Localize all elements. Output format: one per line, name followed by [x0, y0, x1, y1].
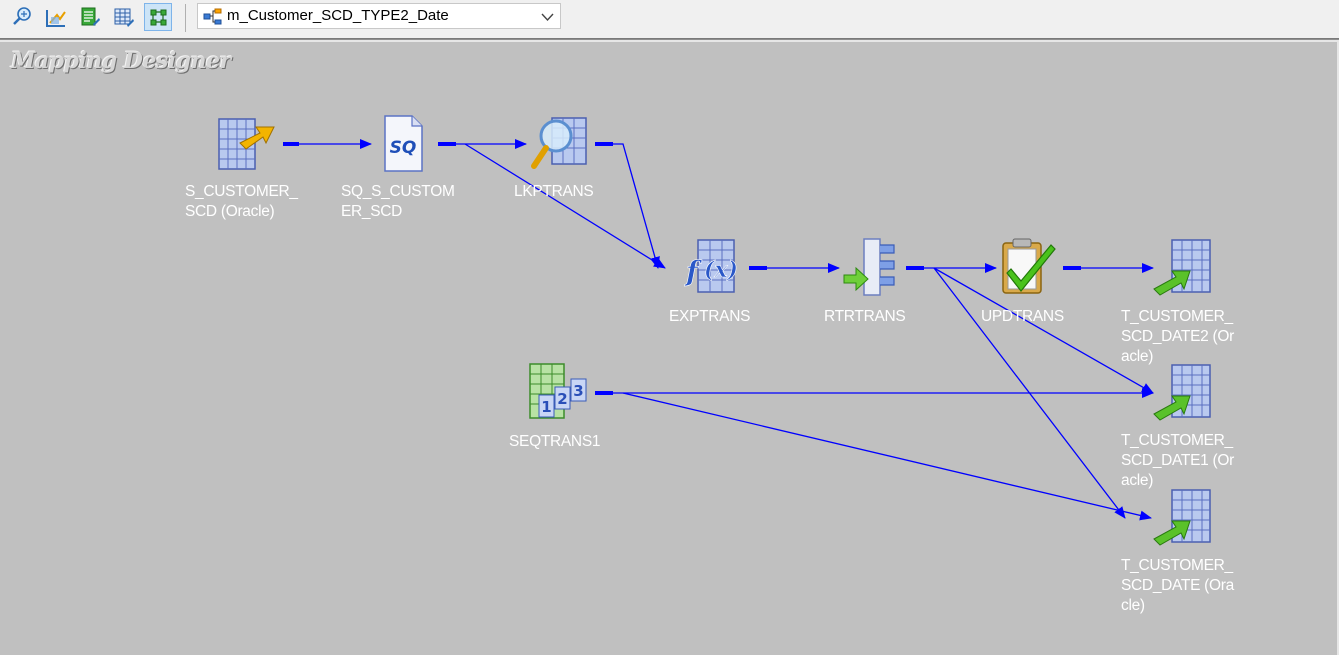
update-strategy-label: UPDTRANS: [981, 308, 1064, 325]
svg-text:2: 2: [557, 390, 567, 408]
mapping-dropdown[interactable]: m_Customer_SCD_TYPE2_Date: [197, 3, 561, 29]
link-sq-to-expression: [464, 143, 666, 269]
svg-text:3: 3: [573, 382, 583, 400]
expression-label: EXPTRANS: [669, 308, 751, 325]
target-date1-label: T_CUSTOMER_ SCD_DATE1 (Or acle): [1121, 432, 1234, 489]
source-definition-icon[interactable]: [216, 115, 278, 180]
sequence-label: SEQTRANS1: [509, 433, 601, 450]
canvas-edge: [1337, 41, 1339, 655]
toolbar-separator: [185, 4, 186, 32]
source-label: S_CUSTOMER_ SCD (Oracle): [185, 183, 298, 220]
target-date-label: T_CUSTOMER_ SCD_DATE (Ora cle): [1121, 557, 1234, 614]
router-label: RTRTRANS: [824, 308, 906, 325]
svg-text:SQ: SQ: [390, 138, 417, 158]
canvas-border: [0, 39, 1339, 42]
source-analyzer-icon[interactable]: [8, 3, 36, 31]
router-transformation-icon[interactable]: [842, 235, 904, 304]
target-date2-label: T_CUSTOMER_ SCD_DATE2 (Or acle): [1121, 308, 1234, 365]
chevron-down-icon[interactable]: [541, 10, 554, 28]
link-router-to-target-date1: [933, 267, 1154, 394]
source-qualifier-label: SQ_S_CUSTOM ER_SCD: [341, 183, 455, 220]
mapping-name: m_Customer_SCD_TYPE2_Date: [227, 7, 449, 24]
link-lookup-to-expression: [613, 143, 660, 269]
target-definition-icon[interactable]: [1152, 362, 1214, 429]
expression-transformation-icon[interactable]: f (x): [684, 237, 746, 304]
sequence-generator-icon[interactable]: 1 2 3: [527, 361, 593, 428]
target-designer-icon[interactable]: [42, 3, 70, 31]
port-stubs: [283, 142, 1081, 395]
lookup-transformation-icon[interactable]: [528, 112, 592, 179]
lookup-label: LKPTRANS: [514, 183, 594, 200]
mapping-designer-icon[interactable]: [144, 3, 172, 31]
update-strategy-icon[interactable]: [999, 235, 1059, 304]
target-definition-icon[interactable]: [1152, 487, 1214, 554]
mapplet-designer-icon[interactable]: [110, 3, 138, 31]
transformation-developer-icon[interactable]: [76, 3, 104, 31]
target-definition-icon[interactable]: [1152, 237, 1214, 304]
source-qualifier-icon[interactable]: SQ: [382, 113, 426, 180]
workspace-title: Mapping Designer: [11, 48, 231, 74]
svg-text:(x): (x): [704, 257, 738, 283]
svg-text:1: 1: [541, 398, 551, 416]
link-sequence-to-target-date: [622, 392, 1152, 521]
mapping-icon: [203, 8, 223, 30]
toolbar: m_Customer_SCD_TYPE2_Date: [0, 0, 1339, 39]
